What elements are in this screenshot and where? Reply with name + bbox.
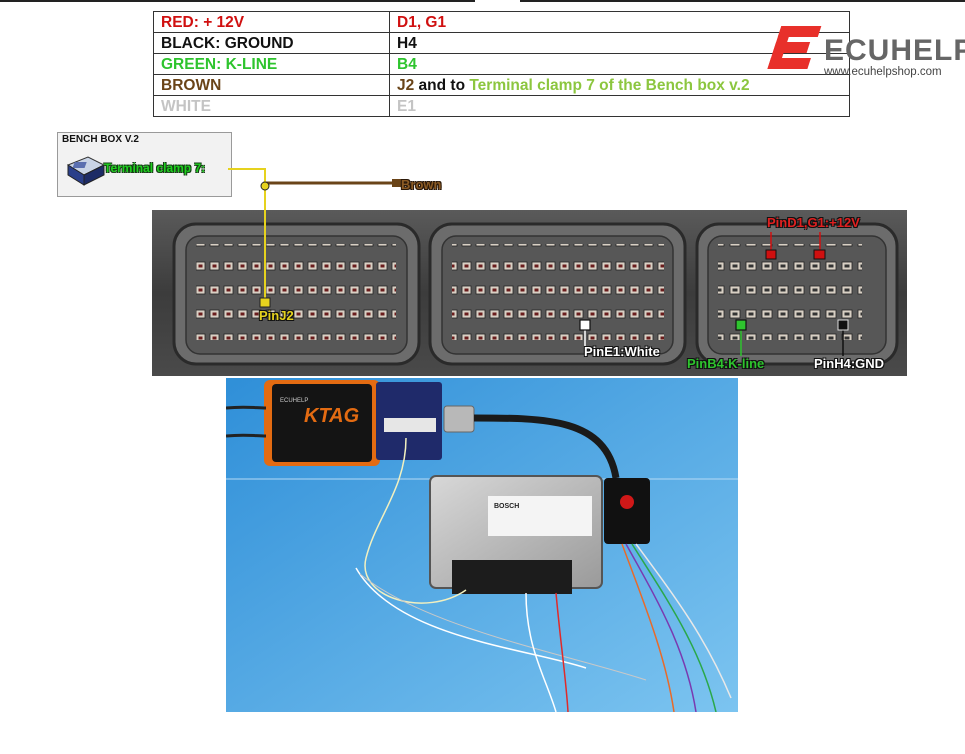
wire-color-label: GREEN: K-LINE (153, 53, 390, 75)
wiring-row: BROWN J2 and to Terminal clamp 7 of the B… (153, 74, 850, 96)
wire-pins: H4 (397, 34, 417, 52)
wire-junction (260, 181, 270, 191)
brown-wire-label: Brown (401, 177, 442, 192)
wire-color-label: BLACK: GROUND (153, 32, 390, 54)
wire-pins: J2 (397, 76, 415, 94)
wire-pins: D1, G1 (397, 13, 447, 31)
wire-pins-cell: E1 (389, 95, 850, 117)
ecuhelp-e-icon (767, 26, 822, 69)
wire-color-label: BROWN (153, 74, 390, 96)
power-switch-box (604, 478, 650, 544)
logo-url: www.ecuhelpshop.com (824, 66, 942, 78)
header-rule-right (520, 0, 965, 2)
pin-b4-label: PinB4:K-line (687, 356, 765, 371)
ecuhelp-logo: ECUHELP www.ecuhelpshop.com (764, 24, 965, 82)
wiring-row: GREEN: K-LINE B4 (153, 53, 850, 75)
bench-box-device-icon (66, 156, 106, 186)
ktag-ecu-photo: KTAG ECUHELP BOSCH (226, 378, 738, 712)
wiring-row: RED: + 12V D1, G1 (153, 11, 850, 33)
brown-wire-end (392, 179, 401, 187)
wire-connector-text: and to (414, 76, 470, 94)
bench-box-panel: BENCH BOX V.2 Terminal clamp 7: (57, 132, 232, 197)
pin-j2-label: PinJ2 (259, 308, 294, 323)
brown-wire (263, 181, 392, 186)
wire-pins: B4 (397, 55, 417, 73)
logo-brand: ECUHELP (824, 34, 965, 67)
pin-e1-label: PinE1:White (584, 344, 660, 359)
pin-d1-g1-label: PinD1,G1:+12V (767, 215, 860, 230)
wire-color-label: WHITE (153, 95, 390, 117)
terminal-clamp-label: Terminal clamp 7: (104, 161, 206, 175)
header-rule-left (0, 0, 475, 2)
ktag-maker: ECUHELP (280, 398, 308, 404)
ecu-connector-image (152, 210, 907, 376)
pin-h4-label: PinH4:GND (814, 356, 885, 371)
wiring-row: BLACK: GROUND H4 (153, 32, 850, 54)
wire-terminal-text: Terminal clamp 7 of the Bench box v.2 (469, 76, 750, 94)
wire-pins: E1 (397, 97, 416, 115)
wire-color-label: RED: + 12V (153, 11, 390, 33)
ecu-brand: BOSCH (494, 503, 519, 510)
bench-box-title: BENCH BOX V.2 (62, 134, 139, 145)
wiring-row: WHITE E1 (153, 95, 850, 117)
ktag-brand: KTAG (304, 405, 359, 427)
